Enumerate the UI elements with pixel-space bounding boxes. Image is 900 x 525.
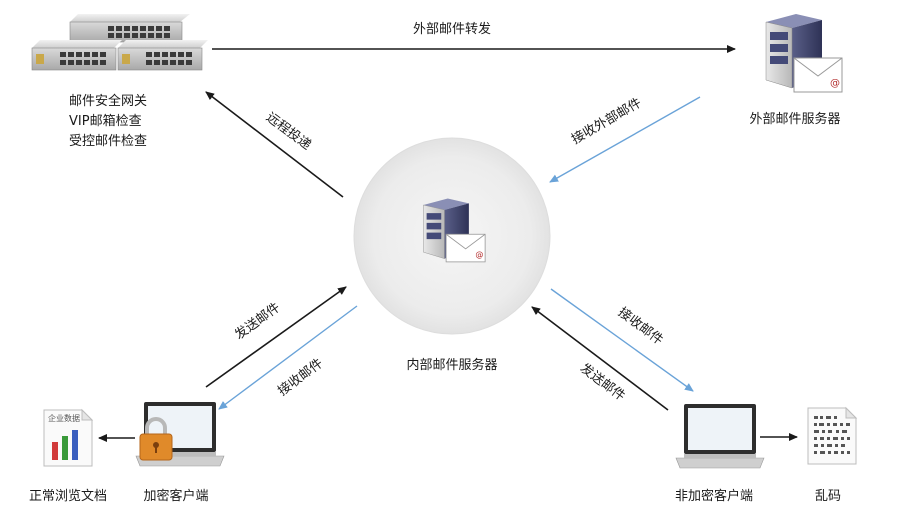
lock-icon	[139, 417, 173, 461]
svg-text:@: @	[830, 78, 840, 89]
normal-document-title: 企业数据	[48, 414, 80, 423]
arrow-send-right	[531, 306, 669, 411]
internal-server-icon: @	[423, 198, 486, 263]
normal-view-label: 正常浏览文档	[28, 489, 108, 504]
arrow-receive-left	[218, 305, 358, 410]
arrow-send-left	[205, 286, 347, 388]
arrow-receive-right	[550, 288, 694, 392]
arrow-remote-delivery	[205, 91, 344, 198]
external-server-icon: @	[765, 14, 843, 93]
normal-document-icon	[43, 408, 94, 467]
encrypted-laptop-icon	[135, 402, 225, 467]
internal-server-label: 内部邮件服务器	[406, 358, 498, 373]
garbled-document-icon	[807, 406, 858, 465]
encrypted-client-label: 加密客户端	[143, 489, 209, 504]
gateway-switches-icon	[31, 14, 208, 71]
external-server-label: 外部邮件服务器	[749, 112, 841, 127]
svg-text:@: @	[475, 249, 483, 259]
plain-client-label: 非加密客户端	[674, 489, 754, 504]
edge-label-forward: 外部邮件转发	[412, 22, 492, 37]
gateway-label-line-3: 受控邮件检查	[69, 134, 148, 149]
plain-laptop-icon	[675, 404, 765, 469]
garbled-label: 乱码	[814, 489, 842, 504]
gateway-label: 邮件安全网关 VIP邮箱检查 受控邮件检查	[69, 92, 147, 152]
gateway-label-line-2: VIP邮箱检查	[69, 114, 142, 129]
gateway-label-line-1: 邮件安全网关	[69, 94, 148, 109]
arrow-receive-external	[549, 96, 701, 183]
